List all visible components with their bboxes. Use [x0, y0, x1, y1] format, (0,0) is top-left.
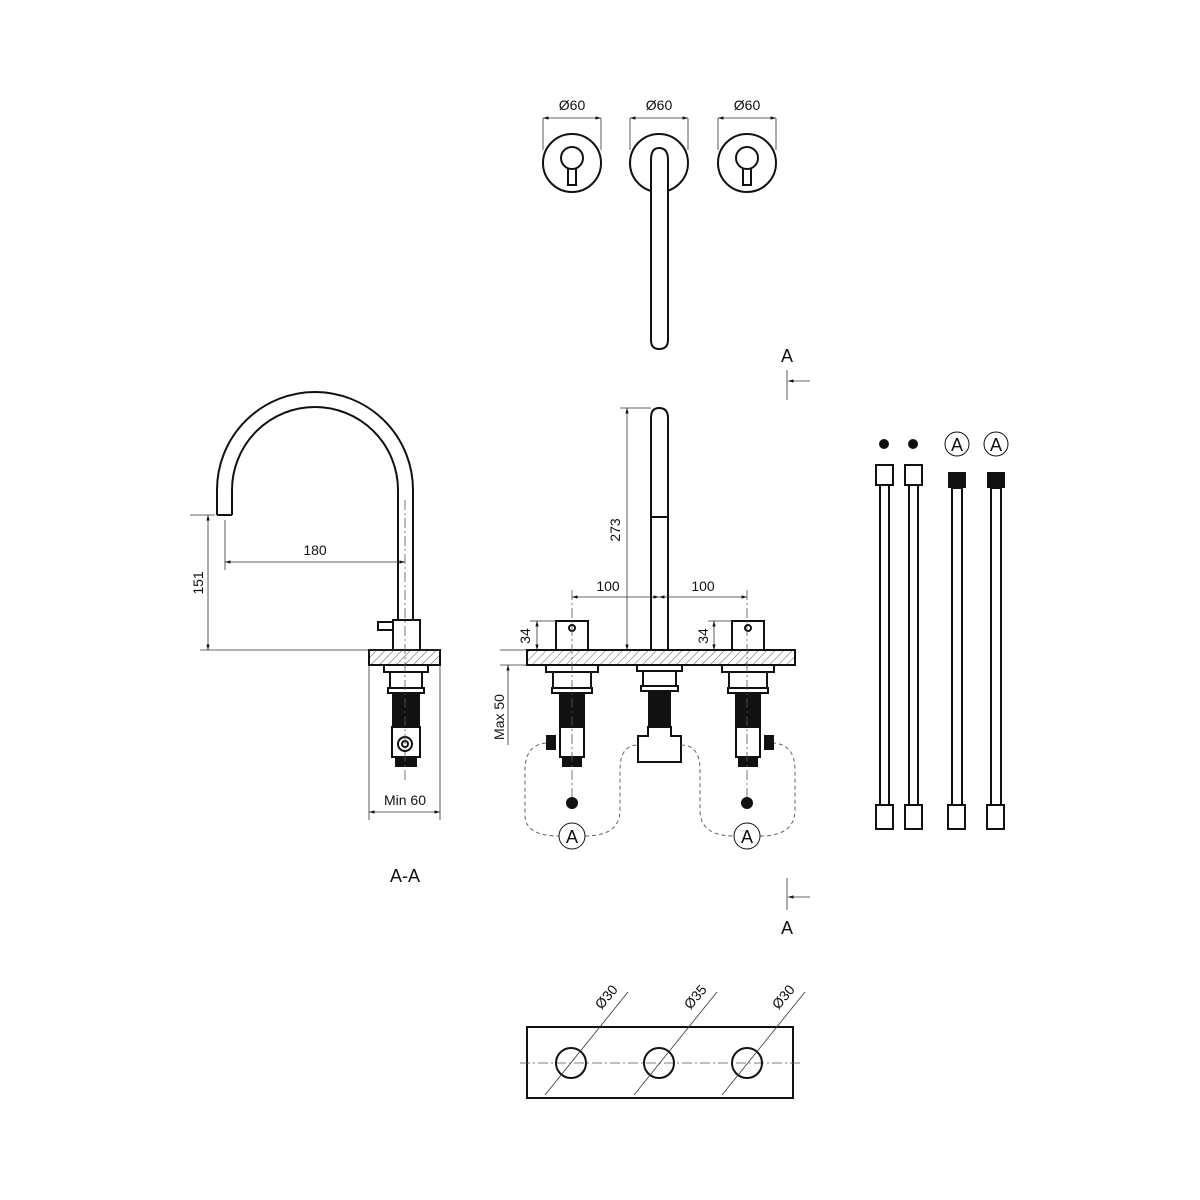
- top-view: Ø60 Ø60 Ø60: [542, 97, 777, 351]
- dim-max-deck: Max 50: [491, 694, 507, 740]
- hose-label-4: A: [990, 435, 1002, 455]
- front-view: A A 273 100 100 34 34 Max 50: [491, 406, 796, 850]
- dim-dia-right: Ø60: [734, 97, 761, 113]
- side-view: 151 180 Min 60 A-A: [190, 391, 441, 886]
- hose-4: [986, 472, 1005, 830]
- dim-dia-left: Ø60: [559, 97, 586, 113]
- dim-dia-center: Ø60: [646, 97, 673, 113]
- section-marker-top: A: [781, 346, 810, 400]
- hoses: A A: [875, 431, 1009, 830]
- connection-label-left: A: [566, 827, 578, 847]
- dim-spout-height: 273: [607, 518, 623, 542]
- connection-label-right: A: [741, 827, 753, 847]
- dim-height: 151: [190, 571, 206, 595]
- hose-1: [875, 464, 894, 830]
- dim-spacing-left: 100: [596, 578, 620, 594]
- section-marker-bottom: A: [781, 878, 810, 938]
- side-view-title: A-A: [390, 866, 420, 886]
- dim-handle-right: 34: [695, 628, 711, 644]
- hose-2: [904, 464, 923, 830]
- dim-reach: 180: [303, 542, 327, 558]
- deck-cutout: Ø30 Ø35 Ø30: [520, 981, 806, 1099]
- dim-hole-right: Ø30: [769, 981, 798, 1012]
- top-right-handle: [717, 116, 777, 193]
- top-left-handle: [542, 116, 602, 193]
- hose-3: [947, 472, 966, 830]
- dim-min-deck: Min 60: [384, 792, 426, 808]
- section-label-bottom: A: [781, 918, 793, 938]
- right-valve: [721, 620, 775, 767]
- section-label-top: A: [781, 346, 793, 366]
- hose-label-3: A: [951, 435, 963, 455]
- dim-hole-left: Ø30: [592, 981, 621, 1012]
- top-spout: [629, 116, 689, 351]
- dim-spacing-right: 100: [691, 578, 715, 594]
- dim-hole-center: Ø35: [681, 981, 710, 1012]
- center-valve: [636, 664, 683, 763]
- dim-handle-left: 34: [517, 628, 533, 644]
